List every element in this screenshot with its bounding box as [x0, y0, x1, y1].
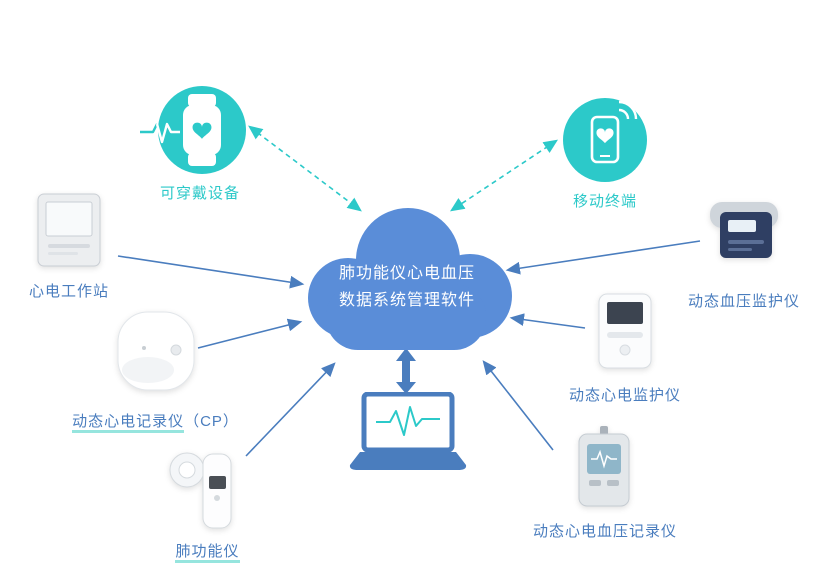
- cloud-software: 肺功能仪心电血压 数据系统管理软件: [292, 202, 522, 362]
- laptop-ecg-icon: [349, 392, 467, 470]
- arrow-wearable-cloud-bidirectional: [248, 125, 362, 212]
- ecg-bp-recorder-label: 动态心电血压记录仪: [532, 523, 677, 540]
- ecg-monitor-label: 动态心电监护仪: [568, 387, 681, 404]
- smartphone-heart-icon: [563, 98, 647, 182]
- ecg-workstation-photo: [37, 193, 101, 267]
- arrow-mobile-cloud-bidirectional: [450, 139, 558, 212]
- node-ecg-monitor: 动态心电监护仪: [550, 292, 700, 405]
- node-holter-recorder: 动态心电记录仪（CP）: [68, 308, 243, 433]
- wearable-label: 可穿戴设备: [159, 185, 240, 202]
- node-ecg-workstation: 心电工作站: [14, 192, 124, 301]
- node-laptop: [348, 392, 468, 474]
- node-wearable: 可穿戴设备: [140, 86, 260, 203]
- holter-recorder-label-main: 动态心电记录仪: [72, 413, 185, 433]
- ecg-monitor-photo: [598, 293, 652, 369]
- cloud-shape: [308, 208, 512, 350]
- holter-recorder-label-suffix: （CP）: [184, 413, 239, 430]
- ecg-workstation-label: 心电工作站: [28, 283, 109, 300]
- holter-recorder-label: 动态心电记录仪（CP）: [72, 410, 239, 433]
- spirometer-label: 肺功能仪: [175, 540, 240, 563]
- spirometer-label-text: 肺功能仪: [175, 543, 240, 563]
- cloud-title: 肺功能仪心电血压 数据系统管理软件: [292, 260, 522, 314]
- node-bp-monitor: 动态血压监护仪: [672, 196, 816, 311]
- node-mobile: 移动终端: [563, 98, 647, 211]
- node-spirometer: 肺功能仪: [145, 448, 270, 563]
- ecg-bp-recorder-photo: [578, 426, 630, 507]
- cloud-title-line1: 肺功能仪心电血压: [338, 265, 475, 282]
- arrow-workstation-to-cloud: [117, 255, 305, 289]
- bp-monitor-photo: [710, 202, 778, 258]
- node-ecg-bp-recorder: 动态心电血压记录仪: [518, 424, 692, 541]
- holter-recorder-photo: [117, 311, 194, 391]
- arrow-spirometer-to-cloud: [245, 362, 336, 457]
- bp-monitor-label: 动态血压监护仪: [687, 293, 800, 310]
- mobile-label: 移动终端: [572, 193, 637, 210]
- spirometer-photo: [169, 452, 231, 529]
- smartwatch-heart-icon: [140, 86, 246, 174]
- cloud-title-line2: 数据系统管理软件: [338, 292, 475, 309]
